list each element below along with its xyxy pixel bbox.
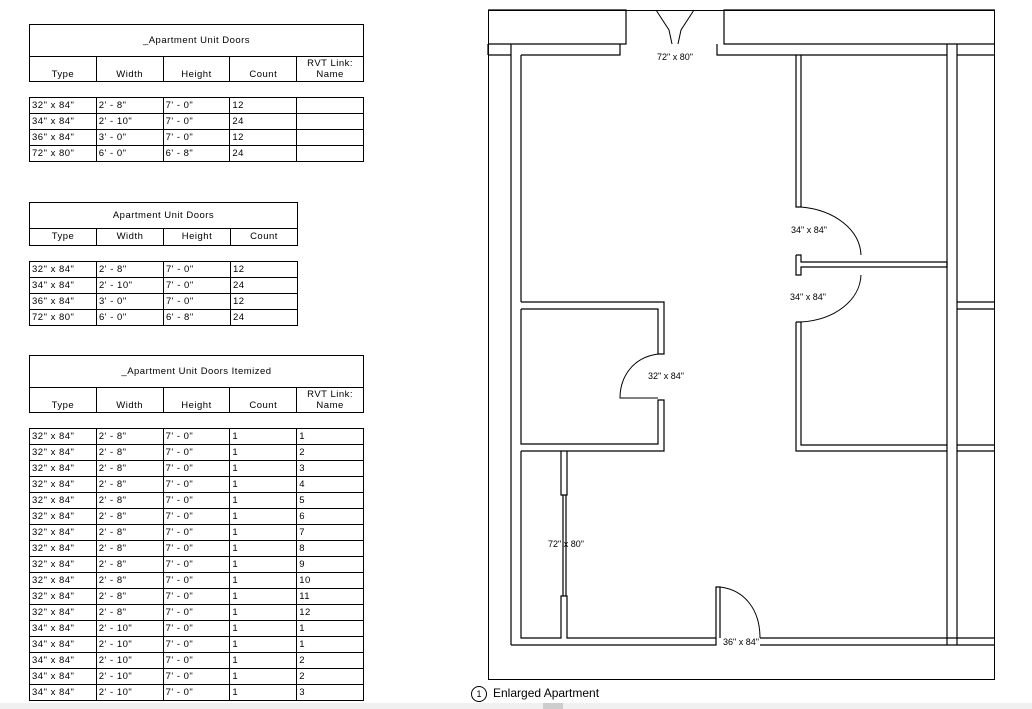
column-header[interactable]: Count — [229, 387, 298, 413]
table-row[interactable]: 32" x 84"2' - 8"7' - 0"12 — [29, 97, 364, 114]
walls — [487, 9, 995, 646]
view-number-bubble: 1 — [471, 686, 487, 702]
door-label-lower-bedroom: 34" x 84" — [790, 292, 826, 302]
column-header[interactable]: Width — [95, 56, 164, 82]
table-cell[interactable]: 24 — [230, 309, 298, 326]
door-label-entry: 72" x 80" — [657, 52, 693, 62]
schedule-title-row: _Apartment Unit Doors Itemized — [29, 355, 364, 388]
table-cell[interactable]: 6' - 0" — [95, 145, 164, 162]
table-cell[interactable]: 3 — [296, 684, 364, 701]
view-title: Enlarged Apartment — [493, 686, 600, 700]
column-header[interactable]: Count — [230, 228, 298, 246]
column-header[interactable]: Width — [96, 228, 164, 246]
table-row[interactable]: 72" x 80"6' - 0"6' - 8"24 — [29, 145, 364, 162]
table-cell[interactable] — [296, 145, 364, 162]
door-label-upper-bedroom: 34" x 84" — [791, 225, 827, 235]
table-row[interactable]: 36" x 84"3' - 0"7' - 0"12 — [29, 293, 298, 310]
column-header[interactable]: Height — [162, 387, 231, 413]
table-row[interactable]: 36" x 84"3' - 0"7' - 0"12 — [29, 129, 364, 146]
horizontal-scrollbar[interactable] — [0, 703, 1032, 709]
column-header[interactable]: RVT Link: Name — [296, 56, 364, 82]
door-swings — [619, 9, 862, 639]
table-row[interactable]: 72" x 80"6' - 0"6' - 8"24 — [29, 309, 298, 326]
table-cell[interactable]: 34" x 84" — [29, 684, 97, 701]
table-row[interactable]: 34" x 84"2' - 10"7' - 0"24 — [29, 113, 364, 130]
column-header[interactable]: RVT Link: Name — [296, 387, 364, 413]
column-header[interactable]: Width — [95, 387, 164, 413]
column-header[interactable]: Height — [163, 228, 231, 246]
table-cell[interactable]: 7' - 0" — [162, 684, 231, 701]
column-header[interactable]: Count — [229, 56, 298, 82]
door-label-bottom: 36" x 84" — [723, 637, 759, 647]
door-label-closet: 72" x 80" — [548, 539, 584, 549]
schedule-title[interactable]: _Apartment Unit Doors Itemized — [29, 355, 364, 388]
table-row[interactable]: 34" x 84"2' - 10"7' - 0"24 — [29, 277, 298, 294]
column-header[interactable]: Height — [162, 56, 231, 82]
door-label-bath: 32" x 84" — [648, 371, 684, 381]
table-cell[interactable]: 6' - 8" — [163, 309, 231, 326]
view-frame — [488, 10, 995, 680]
scrollbar-thumb[interactable] — [543, 703, 563, 709]
column-header[interactable]: Type — [29, 387, 97, 413]
